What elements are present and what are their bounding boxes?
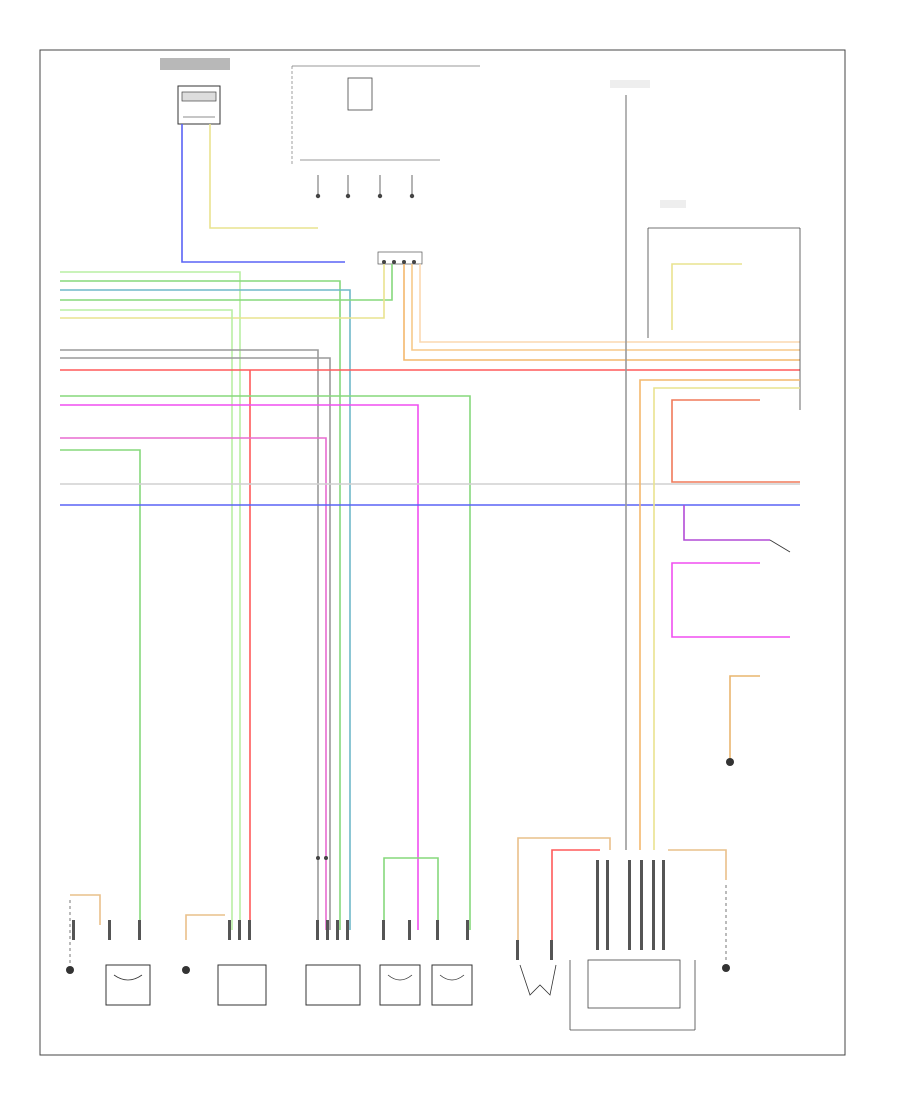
wire-row1: [60, 271, 241, 930]
wire-blue-top: [181, 124, 345, 263]
wire-yellow-top: [209, 124, 318, 229]
wire-tan-motor: [517, 837, 611, 950]
bottom-left-ground: [66, 894, 101, 974]
pressure-sensor-block: [217, 964, 267, 1006]
wire-pink-loop: [671, 562, 790, 638]
center-control-unit: [305, 964, 361, 1006]
wire-yellow-right: [671, 263, 742, 330]
wire-row-green2: [60, 309, 233, 930]
top-center-shield: [291, 65, 480, 199]
climate-control-module: [569, 959, 696, 1031]
wire-orange-right-b: [671, 399, 800, 483]
wire-row2: [60, 280, 341, 930]
wire-row3: [60, 289, 351, 930]
wire-orange1: [403, 264, 800, 361]
switch-contact: [769, 539, 791, 553]
wire-orange-right-a: [639, 379, 800, 850]
wire-violet-row: [60, 437, 327, 930]
top-right-fuse: [610, 80, 650, 160]
wire-green-left: [60, 449, 141, 930]
inline-connector-center: [316, 856, 328, 860]
sensor-right-b: [431, 964, 473, 1006]
wire-lightgreen-row: [60, 395, 471, 930]
wire-yellow-right-long: [653, 387, 800, 850]
right-module: [647, 200, 801, 410]
wire-row4: [60, 264, 393, 301]
top-left-sensor: [160, 58, 230, 125]
wire-peach: [419, 264, 800, 343]
compressor-sensor: [105, 964, 151, 1006]
wire-red-motor: [551, 849, 600, 950]
diagram-border: [39, 49, 846, 1056]
actuator-motor: [519, 964, 557, 996]
wire-orange2: [411, 264, 800, 351]
bottom-ground-2: [182, 914, 225, 974]
bottom-right-ground: [668, 849, 730, 972]
sensor-right-a: [379, 964, 421, 1006]
wire-row5: [60, 264, 385, 319]
junction-connector-top: [377, 251, 423, 265]
wire-pink-row: [60, 404, 419, 930]
wire-grey1: [60, 349, 319, 930]
wire-grey2: [60, 357, 331, 930]
wire-green-sensors: [383, 857, 439, 930]
wire-orange-br: [729, 675, 760, 760]
ground-point: [726, 758, 734, 766]
wire-violet-switch: [683, 505, 770, 541]
connector-pins-bottom: [72, 860, 665, 960]
